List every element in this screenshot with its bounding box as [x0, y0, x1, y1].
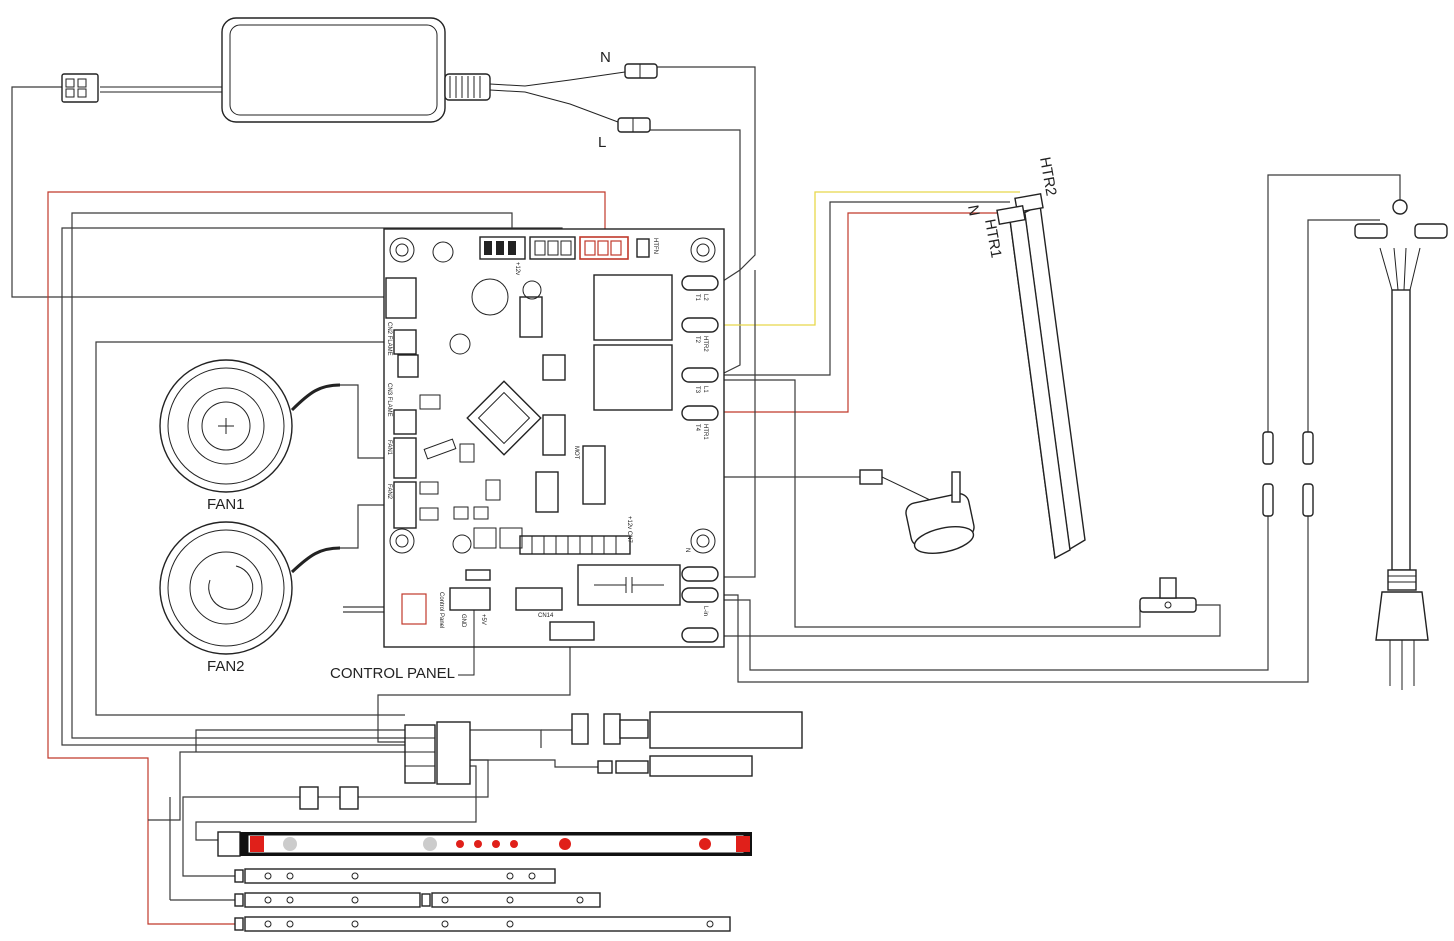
- mark-htr2: HTR2: [702, 336, 708, 352]
- power-adapter: [100, 17, 626, 123]
- mark-12v-top: +12v: [514, 262, 520, 275]
- mark-htfn: HTFN: [652, 238, 658, 254]
- led-strip-1: [234, 868, 556, 884]
- wire-harness: [11, 66, 1401, 925]
- fan2-label: FAN2: [207, 658, 245, 675]
- neutral-label: N: [600, 49, 611, 66]
- dc-plug: [61, 73, 99, 103]
- main-harness-connector: [404, 721, 471, 785]
- mark-n: N: [684, 548, 690, 552]
- led-strip-3: [234, 916, 731, 932]
- sensor-connector: [597, 755, 753, 777]
- mark-5v: +5V: [480, 614, 486, 625]
- mark-cn3: CN3 FLAME: [386, 383, 392, 417]
- mark-gnd: GND: [460, 614, 466, 628]
- mark-control-panel: Control Panel: [438, 592, 444, 628]
- mark-cn14: CN14: [538, 613, 554, 619]
- htr2-label: HTR2: [1036, 156, 1060, 198]
- mark-fan2: FAN2: [386, 484, 392, 500]
- mark-t2: T2: [694, 336, 700, 344]
- display-connector: [571, 711, 803, 749]
- n-lead-terminal: [624, 63, 658, 79]
- mark-htr1: HTR1: [702, 424, 708, 440]
- heater-element: [996, 193, 1086, 560]
- mark-l-in: L-in: [702, 606, 708, 616]
- led-strip-connector: [299, 786, 359, 810]
- fan2: [159, 521, 341, 655]
- led-strip-main: [217, 831, 752, 857]
- fan1-label: FAN1: [207, 496, 245, 513]
- mark-cn2: CN2 FLAME: [386, 322, 392, 356]
- inline-crimp-connectors: [1262, 431, 1314, 517]
- mark-fan1: FAN1: [386, 440, 392, 456]
- motor: [859, 469, 975, 554]
- control-panel-label: CONTROL PANEL: [330, 665, 455, 682]
- mark-t4: T4: [694, 424, 700, 432]
- line-label: L: [598, 134, 606, 151]
- led-strip-2: [234, 892, 601, 908]
- l-lead-terminal: [617, 117, 651, 133]
- mark-l1: L1: [702, 386, 708, 393]
- heater-neutral-label: N: [964, 204, 983, 218]
- mark-t1: T1: [694, 294, 700, 302]
- thermal-fuse: [1139, 577, 1197, 613]
- fan1: [159, 359, 341, 493]
- htr1-label: HTR1: [981, 218, 1005, 260]
- board-silkscreen: L2 T1 HTR2 T2 L1 T3 HTR1 T4 L-in N HTFN …: [386, 238, 708, 628]
- mark-l2: L2: [702, 294, 708, 301]
- mark-12v-cn7: +12v CN7: [626, 516, 632, 544]
- control-board: [383, 228, 725, 648]
- relay-terminal-pads: [681, 275, 719, 643]
- mark-t3: T3: [694, 386, 700, 394]
- power-cord: [1354, 199, 1448, 690]
- mark-mot: MOT: [573, 446, 579, 460]
